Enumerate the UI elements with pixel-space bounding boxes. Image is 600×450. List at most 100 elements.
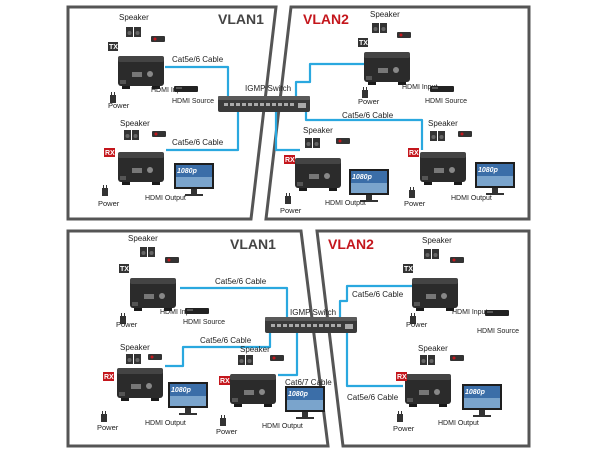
hdmi-input-label: HDMI Input: [452, 309, 487, 316]
power-label: Power: [108, 101, 130, 110]
vlan2-frame-bottom: [315, 229, 531, 448]
cable-rx2-bottom: [278, 333, 299, 377]
hdmi-output-label: HDMI Output: [451, 195, 492, 202]
power-label: Power: [393, 424, 415, 433]
ir-icon: [336, 138, 350, 144]
speaker-label: Speaker: [370, 10, 400, 19]
resolution-label: 1080p: [177, 168, 198, 175]
vlan2-label-bottom: VLAN2: [328, 236, 374, 252]
speaker-label: Speaker: [428, 119, 458, 128]
ir-icon: [148, 354, 162, 360]
cable-label-bottom-5: Cat5e/6 Cable: [347, 393, 399, 402]
speaker-icon: [420, 355, 435, 365]
bottom-panel: VLAN1 VLAN2 IGMP Switch Cat5e/6 Cable Ca…: [66, 229, 531, 448]
tx-badge: [358, 38, 368, 47]
resolution-label: 1080p: [465, 389, 486, 396]
vlan1-label-bottom: VLAN1: [230, 236, 276, 252]
cable-label-bottom-4: Cat6/7 Cable: [285, 378, 332, 387]
ir-icon: [151, 36, 165, 42]
speaker-icon: [424, 249, 439, 259]
speaker-label: Speaker: [120, 343, 150, 352]
speaker-icon: [126, 27, 141, 37]
hdmi-source-label: HDMI Source: [477, 328, 519, 335]
ir-icon: [270, 355, 284, 361]
rx-unit-top-left: [118, 152, 164, 185]
hdmi-input-label: HDMI Input: [151, 87, 186, 94]
speaker-icon: [430, 131, 445, 141]
speaker-label: Speaker: [303, 126, 333, 135]
tx-badge-text: TX: [109, 44, 118, 51]
cable-label-bottom-1: Cat5e/6 Cable: [215, 277, 267, 286]
hdmi-output-label: HDMI Output: [438, 420, 479, 427]
rx-badge: [284, 155, 295, 164]
rx-badge: [408, 148, 419, 157]
tx-badge-text: TX: [359, 40, 368, 47]
cable-tx1-top: [165, 65, 230, 96]
rx-unit-top-right: [420, 152, 466, 185]
rx-badge: [219, 376, 230, 385]
switch-label-top: IGMP Switch: [245, 84, 291, 93]
power-label: Power: [406, 320, 428, 329]
cable-label-bottom-3: Cat5e/6 Cable: [200, 336, 252, 345]
power-label: Power: [404, 199, 426, 208]
cable-rx3-bottom: [345, 333, 403, 388]
power-label: Power: [97, 423, 119, 432]
rx-unit-top-mid: [295, 158, 341, 191]
hdmi-source-icon: [485, 310, 509, 316]
hdmi-output-label: HDMI Output: [325, 200, 366, 207]
cable-rx3-top: [304, 112, 424, 150]
speaker-label: Speaker: [240, 345, 270, 354]
hdmi-source-label: HDMI Source: [172, 98, 214, 105]
hdmi-source-icon: [174, 86, 198, 92]
resolution-label: 1080p: [352, 174, 373, 181]
tx-unit-bottom-left: [130, 278, 176, 311]
speaker-icon: [126, 354, 141, 364]
ir-icon: [450, 257, 464, 263]
cable-label-bottom-2: Cat5e/6 Cable: [352, 290, 404, 299]
hdmi-source-label: HDMI Source: [425, 98, 467, 105]
ir-icon: [152, 131, 166, 137]
rx-badge-text: RX: [105, 150, 115, 157]
speaker-label: Speaker: [128, 234, 158, 243]
ir-icon: [450, 355, 464, 361]
tx-unit-top-right: [364, 52, 410, 85]
cable-rx1-top: [166, 112, 240, 152]
hdmi-source-icon: [185, 308, 209, 314]
tx-badge: [108, 42, 118, 51]
ir-icon: [165, 257, 179, 263]
speaker-label: Speaker: [422, 236, 452, 245]
rx-unit-bottom-mid: [230, 374, 276, 407]
rx-badge: [103, 372, 114, 381]
rx-badge-text: RX: [104, 374, 114, 381]
speaker-icon: [238, 355, 253, 365]
power-icon: [409, 187, 415, 198]
power-label: Power: [216, 427, 238, 436]
tx-badge: [403, 264, 413, 273]
cable-rx2-top: [274, 112, 300, 152]
vlan1-frame-bottom: [66, 229, 330, 448]
power-label: Power: [116, 320, 138, 329]
rx-badge: [396, 372, 407, 381]
cable-label-top-2: Cat5e/6 Cable: [172, 138, 224, 147]
power-icon: [220, 415, 226, 426]
speaker-icon: [124, 130, 139, 140]
speaker-label: Speaker: [418, 344, 448, 353]
rx-unit-bottom-left: [117, 368, 163, 401]
tx-badge: [119, 264, 129, 273]
cable-tx2-bottom: [338, 284, 413, 317]
speaker-label: Speaker: [119, 13, 149, 22]
tx-unit-top-left: [118, 56, 164, 89]
resolution-label: 1080p: [171, 387, 192, 394]
rx-badge: [104, 148, 115, 157]
hdmi-source-icon: [430, 86, 454, 92]
vlan2-frame-top: [264, 5, 531, 221]
rx-badge-text: RX: [409, 150, 419, 157]
tx-badge-text: TX: [404, 266, 413, 273]
resolution-label: 1080p: [478, 167, 499, 174]
rx-badge-text: RX: [220, 378, 230, 385]
igmp-switch-bottom: [265, 317, 357, 333]
power-icon: [102, 185, 108, 196]
power-label: Power: [98, 199, 120, 208]
hdmi-output-label: HDMI Output: [145, 195, 186, 202]
